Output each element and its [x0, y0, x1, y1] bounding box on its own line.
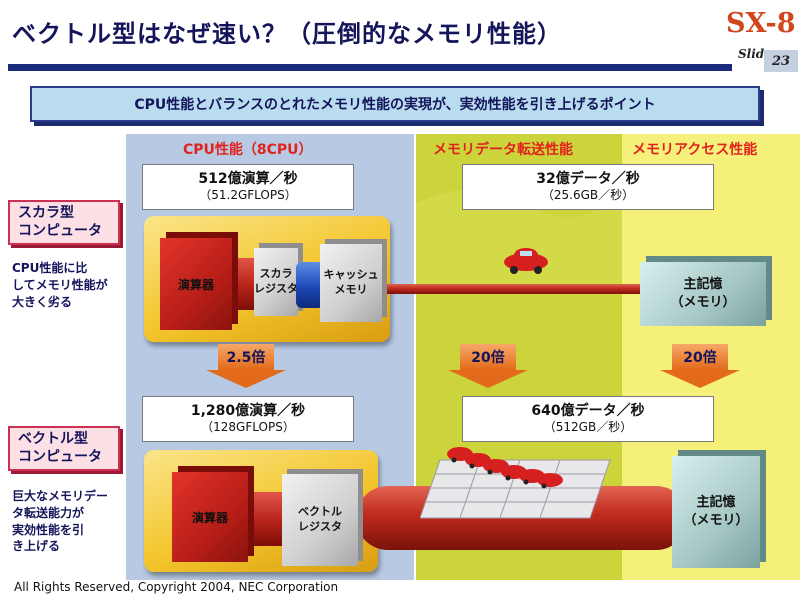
scalar-computer-tag: スカラ型 コンピュータ — [8, 200, 120, 245]
scalar-main-memory-label1: 主記憶 — [683, 276, 723, 292]
arrow-head-icon — [660, 370, 740, 388]
scalar-cache-cube: キャッシュ メモリ — [320, 244, 382, 322]
road-grid-icon — [420, 459, 611, 519]
vector-note-line: き上げる — [12, 539, 61, 554]
memory-access-header: メモリアクセス性能 — [632, 142, 758, 158]
scalar-mem-perf-value: 32億データ／秒 — [536, 170, 640, 187]
scalar-cache-label2: メモリ — [334, 283, 368, 296]
vector-mem-perf-value: 640億データ／秒 — [531, 402, 645, 419]
scalar-main-memory-label2: （メモリ） — [670, 295, 736, 310]
car-icon — [504, 248, 548, 274]
vector-cpu-perf-sub: （128GFLOPS） — [201, 420, 295, 435]
vector-register-label2: レジスタ — [298, 520, 342, 533]
transfer-multiplier-arrow: 20倍 — [448, 344, 528, 388]
scalar-cpu-performance: 512億演算／秒 （51.2GFLOPS） — [142, 164, 354, 210]
vector-mem-perf-sub: （512GB／秒） — [543, 420, 633, 435]
scalar-register-cube: スカラ レジスタ — [254, 248, 298, 316]
cpu-multiplier-label: 2.5倍 — [218, 344, 274, 370]
wave-decoration — [416, 189, 622, 294]
vector-note-line: 実効性能を引 — [12, 522, 85, 537]
scalar-tag-line2: コンピュータ — [18, 222, 102, 239]
scalar-register-label2: レジスタ — [254, 282, 298, 295]
vector-alu-cube: 演算器 — [172, 472, 248, 562]
scalar-cpu-perf-sub: （51.2GFLOPS） — [199, 188, 297, 203]
scalar-note-line: 大きく劣る — [12, 294, 73, 309]
access-multiplier-arrow: 20倍 — [660, 344, 740, 388]
scalar-register-label1: スカラ — [259, 267, 293, 281]
transfer-multiplier-label: 20倍 — [460, 344, 516, 370]
vector-note: 巨大なメモリデー タ転送能力が 実効性能を引 き上げる — [12, 488, 126, 555]
vector-alu-label: 演算器 — [191, 510, 228, 525]
arrow-head-icon — [206, 370, 286, 388]
vector-main-memory: 主記憶 （メモリ） — [672, 456, 760, 568]
vector-computer-tag: ベクトル型 コンピュータ — [8, 426, 120, 471]
vector-main-memory-label2: （メモリ） — [683, 513, 749, 528]
vector-note-line: 巨大なメモリデー — [12, 489, 109, 503]
scalar-alu-label: 演算器 — [177, 277, 214, 292]
slide-title: ベクトル型はなぜ速い？（圧倒的なメモリ性能） — [12, 20, 562, 48]
sx8-logo: SX-8 — [726, 8, 796, 39]
slide-label: Slide — [738, 47, 772, 61]
arrow-head-icon — [448, 370, 528, 388]
vector-tag-line2: コンピュータ — [18, 448, 102, 465]
scalar-note-line: CPU性能に比 — [12, 261, 88, 275]
memory-transfer-header: メモリデータ転送性能 — [433, 142, 573, 158]
vector-register-label1: ベクトル — [298, 505, 342, 519]
scalar-main-memory: 主記憶 （メモリ） — [640, 262, 766, 326]
scalar-memory-bus — [378, 284, 646, 294]
vector-main-memory-label1: 主記憶 — [696, 494, 736, 510]
vector-tag-line1: ベクトル型 — [18, 431, 88, 447]
scalar-cache-label1: キャッシュ — [323, 268, 379, 282]
scalar-alu-cube: 演算器 — [160, 238, 232, 330]
access-multiplier-label: 20倍 — [672, 344, 728, 370]
slide-number: 23 — [764, 50, 798, 72]
scalar-tag-line1: スカラ型 — [18, 205, 74, 221]
register-cache-connector — [296, 262, 324, 308]
cpu-multiplier-arrow: 2.5倍 — [206, 344, 286, 388]
car-convoy-icon — [447, 447, 563, 489]
scalar-note-line: してメモリ性能が — [12, 277, 108, 292]
scalar-cpu-perf-value: 512億演算／秒 — [198, 170, 298, 187]
cpu-column-header: CPU性能（8CPU） — [183, 142, 313, 158]
vector-cpu-perf-value: 1,280億演算／秒 — [190, 402, 306, 419]
vector-register-cube: ベクトル レジスタ — [282, 474, 358, 566]
copyright-notice: All Rights Reserved, Copyright 2004, NEC… — [14, 580, 339, 594]
vector-memory-performance: 640億データ／秒 （512GB／秒） — [462, 396, 714, 442]
title-underline — [8, 64, 732, 71]
key-point-banner: CPU性能とバランスのとれたメモリ性能の実現が、実効性能を引き上げるポイント — [30, 86, 760, 122]
scalar-note: CPU性能に比 してメモリ性能が 大きく劣る — [12, 260, 122, 310]
scalar-memory-performance: 32億データ／秒 （25.6GB／秒） — [462, 164, 714, 210]
vector-note-line: タ転送能力が — [12, 505, 85, 520]
vector-cpu-performance: 1,280億演算／秒 （128GFLOPS） — [142, 396, 354, 442]
scalar-mem-perf-sub: （25.6GB／秒） — [541, 188, 635, 203]
